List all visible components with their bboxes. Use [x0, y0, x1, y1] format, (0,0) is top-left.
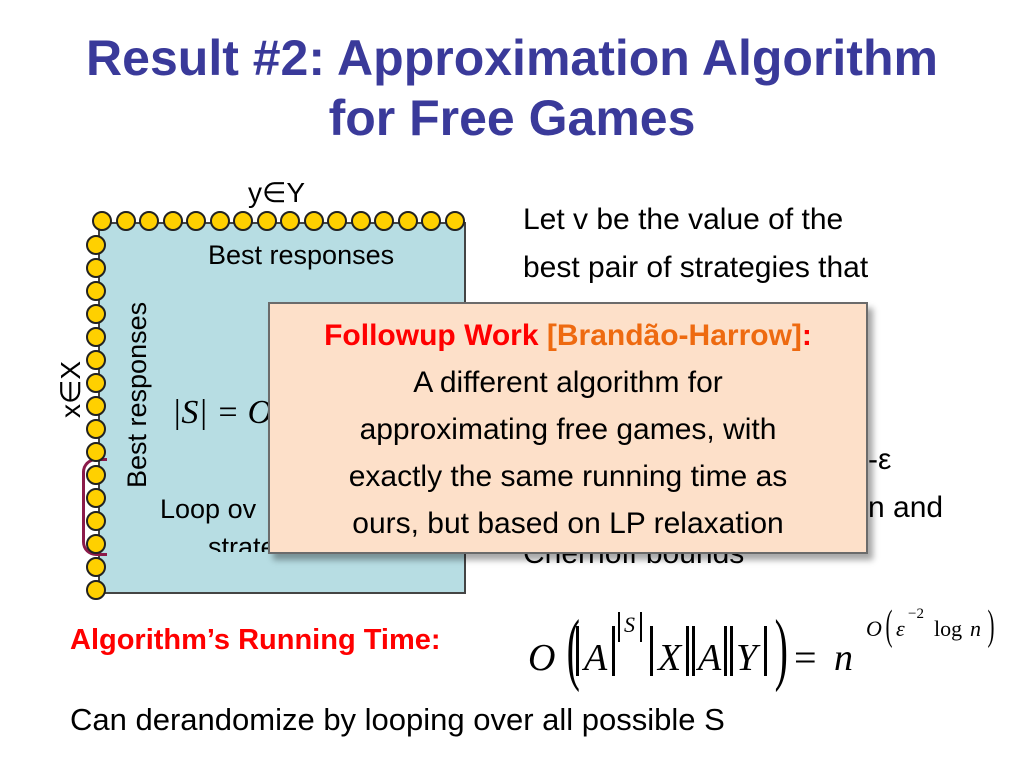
title-line-2: for Free Games	[328, 90, 696, 146]
exp-o: O	[866, 616, 882, 641]
border-dot	[86, 488, 106, 508]
border-dot	[209, 211, 230, 231]
border-dot	[86, 419, 106, 439]
popup-line-2: approximating free games, with	[359, 413, 777, 446]
popup-heading-citation: [Brandão-Harrow]	[546, 319, 802, 352]
abs-bar	[764, 626, 767, 676]
popup-line-4: ours, but based on LP relaxation	[352, 507, 784, 540]
popup-heading-colon: :	[801, 319, 812, 352]
equals-sign: =	[794, 635, 817, 680]
right-text-line-1: Let v be the value of the	[523, 203, 844, 236]
running-time-label: Algorithm’s Running Time:	[70, 624, 441, 656]
border-dot	[233, 211, 253, 231]
exp-paren-close: )	[987, 603, 995, 649]
border-dot	[86, 511, 106, 531]
exp-n: n	[970, 616, 981, 641]
border-dot	[397, 211, 418, 231]
var-a: A	[584, 637, 608, 679]
abs-bar	[730, 626, 733, 676]
border-dot	[350, 211, 371, 231]
paren-close: )	[774, 605, 788, 693]
border-dot	[115, 211, 136, 231]
border-dot	[86, 304, 106, 324]
abs-bar	[686, 626, 689, 676]
border-dot	[444, 211, 465, 231]
abs-bar	[612, 626, 615, 676]
s-size-formula: |S| = O	[172, 394, 273, 431]
popup-line-1: A different algorithm for	[413, 366, 723, 399]
exp-s: S	[624, 612, 635, 637]
var-a2: A	[698, 637, 722, 679]
right-text-and: n and	[868, 491, 944, 524]
border-dot	[86, 442, 106, 462]
big-o: O	[528, 637, 556, 679]
border-dot	[186, 211, 206, 231]
border-dot	[86, 396, 106, 416]
border-dot	[162, 211, 183, 231]
abs-bar	[724, 626, 727, 676]
border-dot	[139, 211, 159, 231]
border-dot	[280, 211, 300, 231]
right-text-epsilon: -ε	[868, 443, 892, 476]
abs-bar-small	[640, 612, 642, 642]
title-line-1: Result #2: Approximation Algorithm	[86, 30, 938, 86]
abs-bar	[650, 626, 653, 676]
abs-bar	[692, 626, 695, 676]
border-dot	[86, 373, 106, 393]
exp-paren-open: (	[885, 603, 893, 649]
border-dot	[86, 281, 106, 301]
border-dot	[86, 534, 106, 554]
border-dot	[327, 211, 347, 231]
exp-log: log	[934, 616, 963, 641]
border-dot	[86, 580, 106, 600]
border-dot	[92, 211, 112, 231]
popup-line-3: exactly the same running time as	[348, 460, 788, 493]
x-in-X-label: x∈X	[55, 360, 86, 418]
loop-text: Loop ov	[160, 494, 257, 524]
border-dot	[374, 211, 394, 231]
best-responses-top: Best responses	[208, 240, 395, 270]
exp-minus-two: −2	[908, 606, 924, 622]
right-text-line-2: best pair of strategies that	[523, 251, 869, 284]
abs-bar-small	[618, 612, 620, 642]
y-in-Y-label: y∈Y	[248, 177, 306, 208]
popup-heading-red: Followup Work	[324, 319, 547, 352]
border-dot	[256, 211, 277, 231]
var-x: X	[658, 637, 682, 679]
popup-heading: Followup Work [Brandão-Harrow]:	[270, 312, 866, 359]
border-dot	[86, 235, 106, 255]
border-dot	[86, 465, 106, 485]
running-time-formula: O ( A S X A Y ) = n O ( ε −2 log n )	[528, 596, 1008, 693]
exp-epsilon: ε	[896, 616, 905, 641]
var-y: Y	[736, 637, 758, 679]
derandomize-text: Can derandomize by looping over all poss…	[70, 702, 725, 737]
border-dot	[421, 211, 441, 231]
best-responses-side: Best responses	[122, 301, 152, 488]
border-dot	[86, 327, 106, 347]
border-dot	[86, 258, 106, 278]
followup-work-popup: Followup Work [Brandão-Harrow]: A differ…	[268, 302, 868, 554]
border-dot	[303, 211, 324, 231]
var-n: n	[834, 637, 853, 679]
slide-title: Result #2: Approximation Algorithm for F…	[0, 28, 1024, 148]
abs-bar	[576, 626, 579, 676]
border-dot	[86, 557, 106, 577]
border-dot	[86, 350, 106, 370]
